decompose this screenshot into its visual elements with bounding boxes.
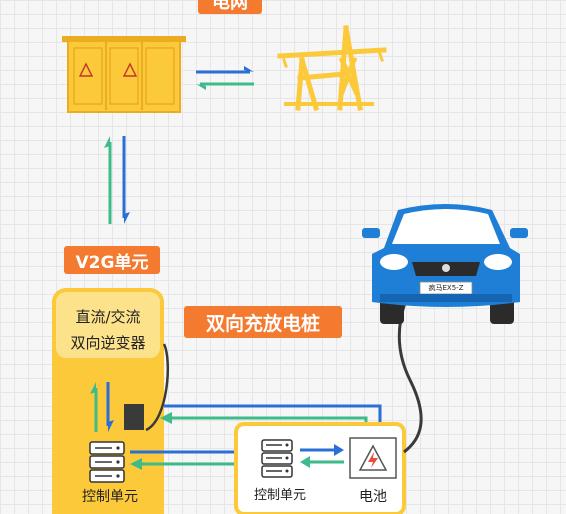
control-battery-arrows xyxy=(300,444,344,468)
control-unit-right-label: 控制单元 xyxy=(253,488,306,503)
transformer-cabinet-icon xyxy=(62,36,186,113)
battery-warning-icon xyxy=(349,437,397,479)
v2g-unit-label: V2G单元 xyxy=(64,246,160,274)
cabinet-v2g-arrows xyxy=(104,136,130,224)
control-unit-left-label: 控制单元 xyxy=(82,489,138,505)
cabinet-cable xyxy=(145,343,169,432)
inverter-label-line1: 直流/交流 xyxy=(75,308,141,326)
server-icon xyxy=(89,441,125,483)
lightning-icon xyxy=(368,452,378,468)
grid-exchange-arrows xyxy=(196,66,254,90)
charger-pile-label: 双向充放电桩 xyxy=(184,306,342,338)
server-icon xyxy=(261,439,293,478)
power-tower-icon xyxy=(277,25,387,112)
grid-label: 电网 xyxy=(198,0,262,14)
cabinet-internal-arrows xyxy=(90,382,114,432)
car-plate: 疯马EX5-Z xyxy=(428,284,464,292)
battery-label: 电池 xyxy=(359,489,387,505)
car-icon xyxy=(362,204,528,324)
inverter-label-line2: 双向逆变器 xyxy=(70,334,146,352)
